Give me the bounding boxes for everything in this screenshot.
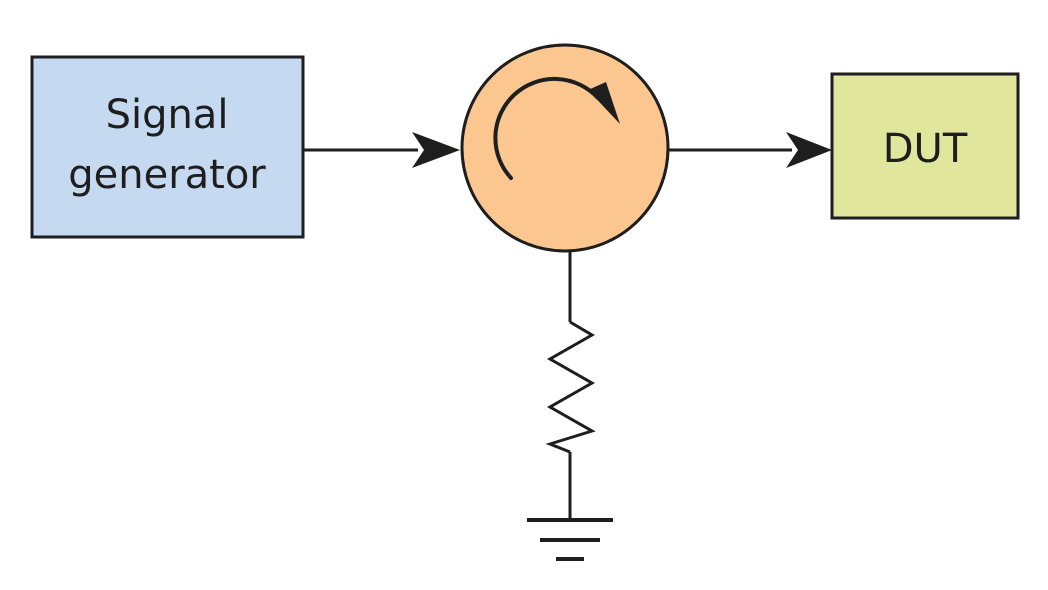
circulator-icon (460, 43, 670, 253)
signal-generator-label-line2: generator (68, 152, 266, 198)
arrowhead-icon (786, 132, 832, 168)
signal-generator-box (30, 55, 305, 239)
circulation-arc-icon (493, 76, 600, 180)
dut-box (830, 72, 1020, 220)
arrow-generator-to-circulator (303, 132, 460, 168)
ground-icon (527, 518, 613, 561)
resistor-icon (545, 320, 596, 454)
arrow-circulator-to-dut (668, 132, 832, 168)
circulator (460, 43, 670, 253)
termination-resistor (545, 251, 596, 520)
arrowhead-icon (412, 132, 460, 168)
dut-block: DUT (830, 72, 1020, 220)
signal-generator-label-line1: Signal (106, 92, 229, 138)
signal-generator-block: Signal generator (30, 55, 305, 239)
dut-label: DUT (883, 126, 968, 172)
circulation-arrowhead-icon (588, 82, 620, 124)
